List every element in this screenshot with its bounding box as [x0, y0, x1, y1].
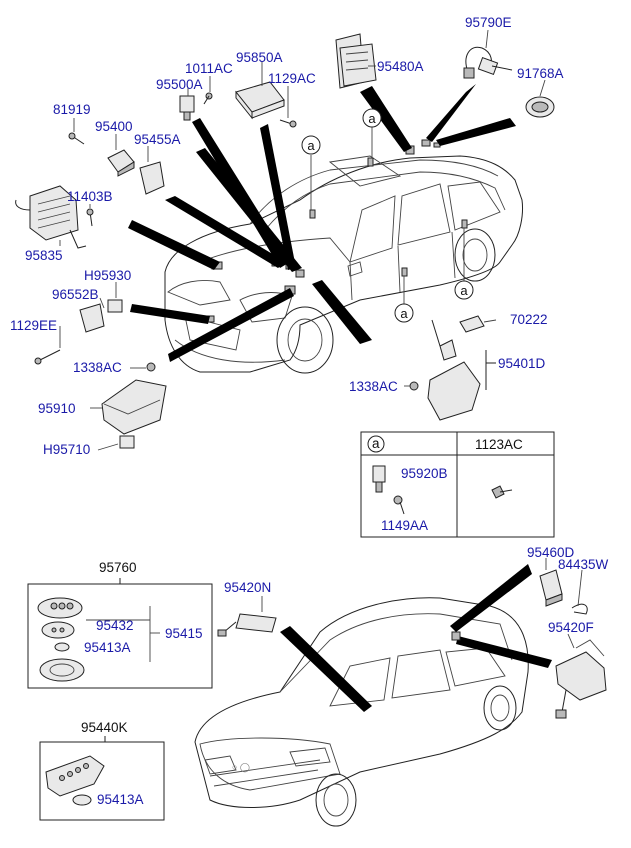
part-1011AC-bolt[interactable] — [203, 92, 213, 105]
part-1338AC-nut-right[interactable] — [409, 381, 419, 391]
part-11403B-bolt[interactable] — [86, 208, 94, 227]
label-95760[interactable]: 95760 — [99, 560, 137, 575]
part-95480A-module[interactable] — [335, 33, 377, 89]
part-95790E-antenna-cable[interactable] — [463, 46, 513, 79]
label-95500A[interactable]: 95500A — [156, 77, 203, 92]
label-1129EE[interactable]: 1129EE — [10, 318, 58, 333]
part-95432-fob-body[interactable] — [41, 621, 75, 639]
callout-a-2: a — [368, 111, 376, 126]
part-95850A-unit[interactable] — [235, 81, 285, 120]
part-1338AC-nut-left[interactable] — [146, 362, 156, 372]
leader-wedges-top — [128, 84, 516, 362]
label-95413A-smartkey[interactable]: 95413A — [97, 792, 144, 807]
part-95420N-antenna[interactable] — [217, 613, 277, 637]
svg-text:○ ◯: ○ ◯ — [232, 762, 250, 773]
part-95460D-unit[interactable] — [539, 569, 563, 607]
part-95835-module[interactable] — [15, 185, 87, 249]
part-95413A-battery[interactable] — [54, 642, 70, 652]
label-95432[interactable]: 95432 — [96, 618, 134, 633]
part-1149AA-screw[interactable] — [393, 495, 405, 515]
part-1129EE-bolt[interactable] — [34, 349, 61, 365]
label-96552B[interactable]: 96552B — [52, 287, 99, 302]
label-95415[interactable]: 95415 — [165, 626, 203, 641]
part-95500A-sensor[interactable] — [179, 95, 195, 121]
part-95920B-sensor[interactable] — [372, 465, 386, 493]
label-95400[interactable]: 95400 — [95, 119, 133, 134]
part-96552B-sensor[interactable] — [79, 299, 123, 333]
callout-a-3: a — [400, 306, 408, 321]
callout-a-1: a — [307, 138, 315, 153]
label-1338AC-right[interactable]: 1338AC — [349, 379, 398, 394]
part-95400-unit[interactable] — [107, 149, 135, 177]
label-95480A[interactable]: 95480A — [377, 59, 424, 74]
part-95401D-module[interactable] — [427, 319, 496, 421]
detail-table-header-a: a — [372, 436, 380, 451]
label-leader-lines — [59, 29, 583, 649]
label-H95930[interactable]: H95930 — [84, 268, 132, 283]
label-95910[interactable]: 95910 — [38, 401, 76, 416]
detail-table — [360, 431, 555, 538]
label-95790E[interactable]: 95790E — [465, 15, 512, 30]
part-1129AC-bolt[interactable] — [279, 119, 297, 128]
keyfob-set-box — [27, 578, 213, 689]
label-95413A-set[interactable]: 95413A — [84, 640, 131, 655]
callout-a-markers: a a a a — [301, 108, 474, 323]
label-H95710[interactable]: H95710 — [43, 442, 91, 457]
label-11403B[interactable]: 11403B — [67, 189, 113, 204]
label-1149AA[interactable]: 1149AA — [381, 518, 429, 533]
label-95835[interactable]: 95835 — [25, 248, 63, 263]
part-95420F-antenna[interactable] — [555, 639, 607, 719]
part-key-fob-top[interactable] — [37, 597, 83, 619]
label-81919[interactable]: 81919 — [53, 102, 91, 117]
label-95460D[interactable]: 95460D — [527, 545, 575, 560]
part-95455A-bracket[interactable] — [139, 161, 165, 195]
detail-table-header-1123AC: 1123AC — [475, 437, 523, 452]
part-81919-bolt[interactable] — [68, 132, 85, 145]
label-95420F[interactable]: 95420F — [548, 620, 594, 635]
label-1129AC[interactable]: 1129AC — [268, 71, 316, 86]
label-95920B[interactable]: 95920B — [401, 466, 448, 481]
label-91768A[interactable]: 91768A — [517, 66, 564, 81]
label-95440K[interactable]: 95440K — [81, 720, 128, 735]
label-1011AC[interactable]: 1011AC — [185, 61, 233, 76]
label-95850A[interactable]: 95850A — [236, 50, 283, 65]
part-84435W-clip[interactable] — [571, 603, 588, 615]
label-95420N[interactable]: 95420N — [224, 580, 272, 595]
leader-wedges-bottom — [280, 564, 552, 712]
part-95440K-smartkey[interactable] — [45, 755, 105, 797]
label-95401D[interactable]: 95401D — [498, 356, 546, 371]
part-H95710-sensor[interactable] — [119, 435, 135, 449]
label-95455A[interactable]: 95455A — [134, 132, 181, 147]
part-95910-module[interactable] — [101, 379, 167, 435]
label-70222[interactable]: 70222 — [510, 312, 548, 327]
part-95413A-battery-smartkey[interactable] — [72, 794, 92, 806]
smartkey-box — [39, 736, 165, 821]
label-84435W[interactable]: 84435W — [558, 557, 609, 572]
car-bottom-rear-view: ○ ◯ — [194, 597, 529, 827]
part-key-fob-back[interactable] — [39, 658, 85, 682]
callout-a-4: a — [460, 283, 468, 298]
label-1338AC-left[interactable]: 1338AC — [73, 360, 122, 375]
part-91768A-grommet[interactable] — [525, 96, 555, 118]
part-70222-bracket[interactable] — [459, 315, 485, 333]
part-1123AC-bolt[interactable] — [491, 485, 513, 499]
